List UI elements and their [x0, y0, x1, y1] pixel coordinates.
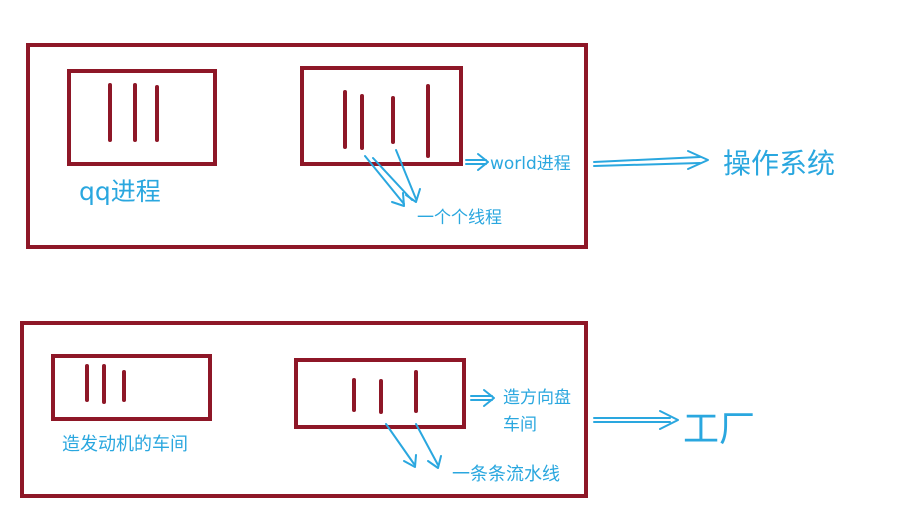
steering-workshop-label-line2: 车间	[503, 415, 537, 435]
factory-label: 工厂	[683, 409, 756, 450]
threads-label: 一个个线程	[417, 208, 502, 228]
steering-workshop-label-line1: 造方向盘	[503, 388, 571, 408]
arrows-to-threads	[364, 149, 421, 207]
arrow-to-factory	[593, 410, 679, 430]
assembly-line-label: 一条条流水线	[452, 464, 560, 485]
qq-process-box	[67, 69, 217, 166]
arrows-to-assembly-lines	[385, 423, 442, 469]
engine-workshop-label: 造发动机的车间	[62, 434, 188, 455]
system-frame-top	[26, 43, 588, 249]
qq-process-label: qq进程	[79, 177, 161, 206]
arrow-to-world-label	[465, 153, 489, 171]
arrow-to-os	[593, 150, 709, 170]
arrow-to-steering-label	[470, 389, 495, 407]
steering-workshop-box	[294, 358, 466, 429]
world-process-box	[300, 66, 463, 166]
operating-system-label: 操作系统	[723, 147, 836, 180]
engine-workshop-box	[51, 354, 212, 421]
world-process-label: world进程	[490, 154, 571, 174]
factory-frame-bottom	[20, 321, 588, 498]
